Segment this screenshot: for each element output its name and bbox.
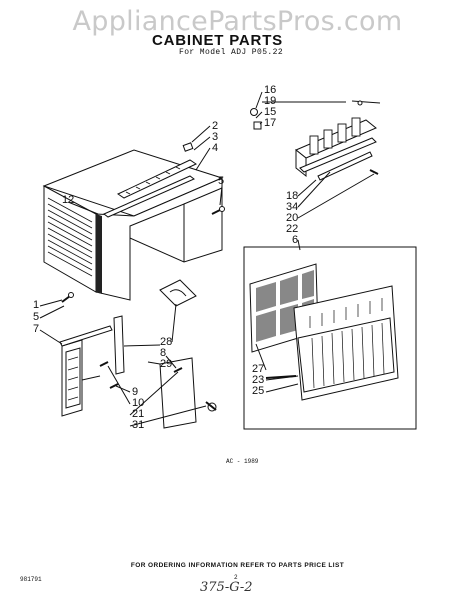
callout-34: 34 (286, 201, 298, 213)
cabinet-shell (42, 149, 224, 301)
model-subtitle: For Model ADJ P05.22 (179, 48, 284, 57)
callout-10: 10 (132, 397, 144, 409)
support-bracket (159, 279, 197, 307)
callout-8: 8 (160, 347, 166, 359)
page-number: 2 (234, 574, 238, 581)
callout-27: 27 (252, 363, 264, 375)
watermark: AppliancePartsPros.com (72, 6, 403, 37)
louver-assembly (250, 100, 381, 181)
callout-3: 3 (212, 131, 218, 143)
callout-5-upper: 5 (218, 175, 224, 187)
callout-5-lower: 5 (33, 311, 39, 323)
callout-16: 16 (264, 84, 276, 96)
callout-12: 12 (62, 194, 74, 206)
page-title: CABINET PARTS (152, 32, 283, 49)
callout-15: 15 (264, 106, 276, 118)
callout-17: 17 (264, 117, 276, 129)
top-rail-assembly (103, 142, 198, 218)
callout-20: 20 (286, 212, 298, 224)
callout-9: 9 (132, 386, 138, 398)
callout-23: 23 (252, 374, 264, 386)
seal-strip (113, 315, 125, 375)
callout-22: 22 (286, 223, 298, 235)
screw-part (211, 206, 225, 215)
handwritten-note: 375-G-2 (200, 580, 253, 595)
figure-code: AC - 1989 (226, 458, 259, 465)
screw-part (61, 292, 74, 303)
page-code: 981791 (20, 576, 42, 583)
screw-parts-lower (99, 361, 217, 412)
callout-7: 7 (33, 323, 39, 335)
front-grille-group (243, 246, 417, 430)
callout-31: 31 (132, 419, 144, 431)
callout-19: 19 (264, 95, 276, 107)
callout-28: 28 (160, 336, 172, 348)
side-curtain-panel (59, 325, 113, 417)
callout-21: 21 (132, 408, 144, 420)
callout-4: 4 (212, 142, 218, 154)
ordering-note: FOR ORDERING INFORMATION REFER TO PARTS … (130, 562, 345, 569)
callout-1: 1 (33, 299, 39, 311)
leader-lines (39, 91, 375, 427)
callout-18: 18 (286, 190, 298, 202)
callout-2: 2 (212, 120, 218, 132)
callout-29: 29 (160, 358, 172, 370)
callout-6: 6 (292, 234, 298, 246)
callout-25: 25 (252, 385, 264, 397)
